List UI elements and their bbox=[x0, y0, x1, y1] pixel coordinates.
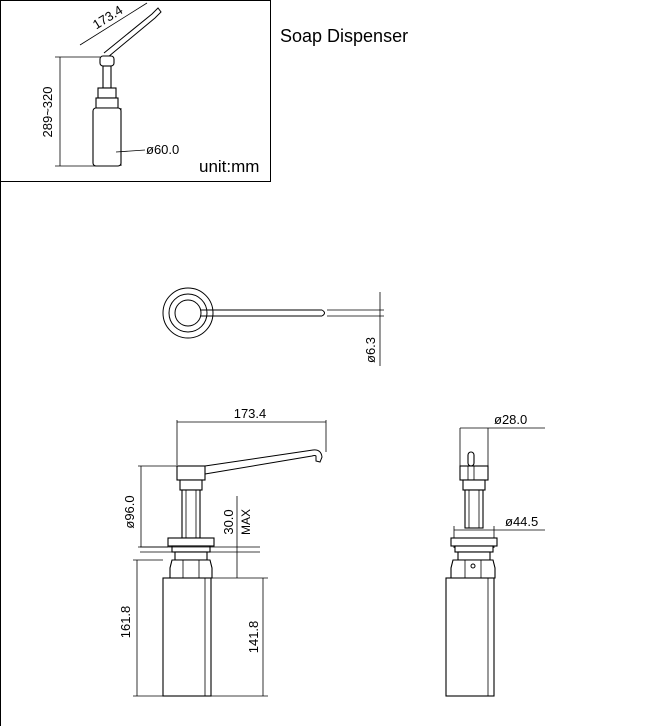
head-diameter-label: ø28.0 bbox=[494, 412, 527, 427]
max-thickness-label: 30.0 bbox=[221, 509, 236, 534]
front-arm-label: 173.4 bbox=[234, 406, 267, 421]
side-view: ø28.0 ø44.5 bbox=[445, 412, 545, 697]
side-spout-end bbox=[467, 451, 475, 467]
inset-pump-head bbox=[99, 55, 115, 67]
front-pump-stem bbox=[181, 489, 201, 539]
side-nut bbox=[450, 559, 496, 579]
inset-bottle bbox=[92, 107, 122, 167]
below-counter-label: 141.8 bbox=[246, 621, 261, 654]
inset-pump-stem bbox=[102, 65, 112, 89]
inset-height-label: 289~320 bbox=[40, 87, 55, 138]
thread-diameter-label: ø44.5 bbox=[505, 514, 538, 529]
side-bottle bbox=[445, 577, 495, 697]
inset-nut bbox=[95, 97, 119, 109]
top-view: ø6.3 bbox=[162, 287, 384, 366]
side-pump-stem bbox=[464, 489, 484, 529]
side-flange bbox=[450, 537, 498, 547]
unit-label: unit:mm bbox=[199, 157, 259, 176]
front-view: 173.4 ø96.0 30.0 MAX bbox=[118, 406, 327, 697]
front-pump-head bbox=[176, 465, 206, 481]
bottle-height-label: 161.8 bbox=[118, 606, 133, 639]
top-view-flange bbox=[162, 287, 214, 339]
max-label: MAX bbox=[239, 509, 253, 535]
front-spout bbox=[204, 449, 323, 475]
inset-diameter-label: ø60.0 bbox=[146, 142, 179, 157]
inset-spout bbox=[103, 7, 162, 58]
front-bottle bbox=[162, 577, 212, 697]
rod-diameter-label: ø6.3 bbox=[363, 337, 378, 363]
front-flange bbox=[167, 537, 215, 547]
flange-diameter-label: ø96.0 bbox=[122, 495, 137, 528]
front-nut bbox=[169, 559, 213, 579]
inset-view: 289~320 173.4 ø60.0 unit:mm bbox=[0, 0, 271, 182]
inset-length-dim-line bbox=[79, 2, 148, 46]
top-view-head bbox=[174, 299, 202, 327]
inset-frame bbox=[0, 0, 271, 182]
inset-collar bbox=[97, 87, 117, 99]
drawing-title: Soap Dispenser bbox=[280, 26, 408, 46]
